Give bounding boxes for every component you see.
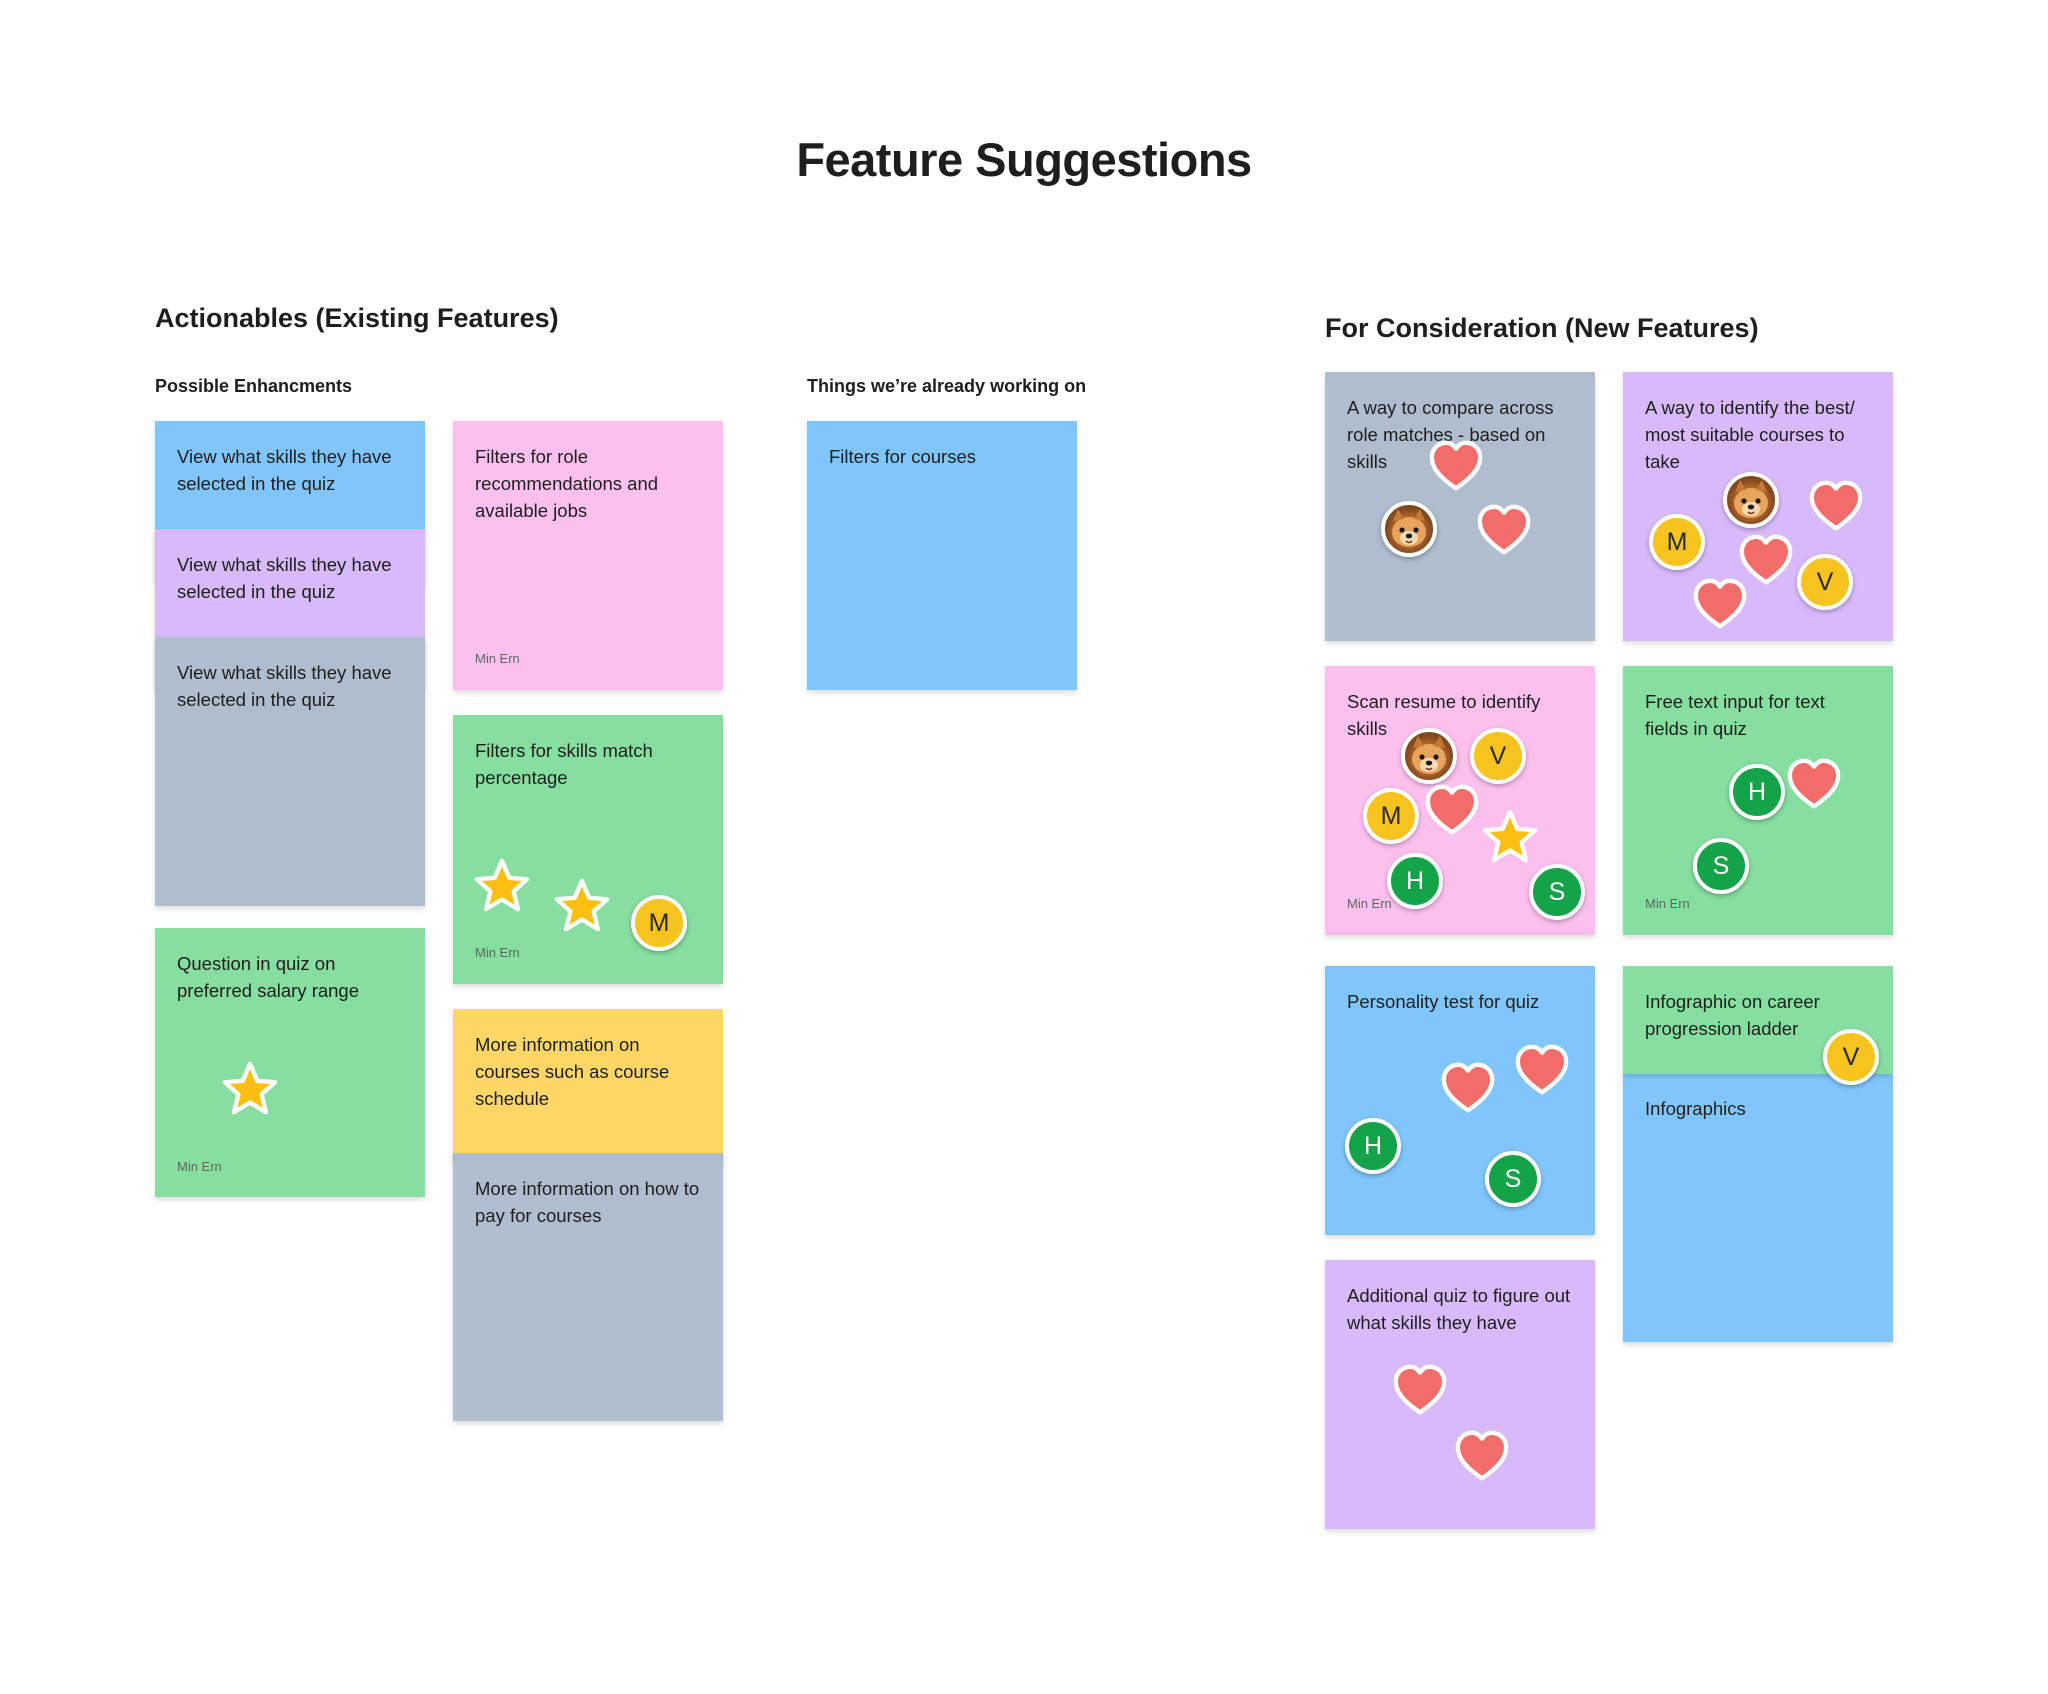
star-icon xyxy=(221,1060,279,1118)
sticky-note-pay-courses[interactable]: More information on how to pay for cours… xyxy=(453,1153,723,1421)
note-text: Additional quiz to figure out what skill… xyxy=(1347,1285,1571,1333)
heart-icon xyxy=(1513,1042,1571,1100)
note-text: A way to identify the best/ most suitabl… xyxy=(1645,397,1855,472)
star-icon xyxy=(553,877,611,935)
sticky-note-infographics[interactable]: Infographics xyxy=(1623,1073,1893,1342)
heart-icon xyxy=(1391,1362,1449,1420)
dog-avatar-icon[interactable] xyxy=(1381,501,1437,557)
heart-icon xyxy=(1453,1428,1511,1486)
note-author: Min Ern xyxy=(475,945,520,960)
note-text: Filters for role recommendations and ava… xyxy=(475,446,659,521)
sticky-note-skills-match-filter[interactable]: Filters for skills match percentage M Mi… xyxy=(453,715,723,984)
avatar-m[interactable]: M xyxy=(1649,514,1705,570)
note-text: A way to compare across role matches - b… xyxy=(1347,397,1554,472)
note-text: View what skills they have selected in t… xyxy=(177,446,392,494)
avatar-s[interactable]: S xyxy=(1693,838,1749,894)
note-text: Free text input for text fields in quiz xyxy=(1645,691,1825,739)
sticky-note-career-ladder[interactable]: Infographic on career progression ladder… xyxy=(1623,966,1893,1085)
note-text: Personality test for quiz xyxy=(1347,991,1540,1012)
heart-icon xyxy=(1785,756,1843,814)
note-text: Filters for skills match percentage xyxy=(475,740,653,788)
note-text: Scan resume to identify skills xyxy=(1347,691,1541,739)
note-author: Min Ern xyxy=(1347,896,1392,911)
sticky-note-salary-range[interactable]: Question in quiz on preferred salary ran… xyxy=(155,928,425,1197)
section-title-new: For Consideration (New Features) xyxy=(1325,313,1759,343)
sticky-note-free-text[interactable]: Free text input for text fields in quiz … xyxy=(1623,666,1893,935)
sticky-note-scan-resume[interactable]: Scan resume to identify skills V M H S M… xyxy=(1325,666,1595,935)
sticky-note-best-courses[interactable]: A way to identify the best/ most suitabl… xyxy=(1623,372,1893,641)
group-label-enhancements: Possible Enhancments xyxy=(155,376,353,396)
dog-avatar-icon[interactable] xyxy=(1401,728,1457,784)
heart-icon xyxy=(1475,502,1533,560)
section-title-existing: Actionables (Existing Features) xyxy=(155,303,559,333)
dog-avatar-icon[interactable] xyxy=(1723,472,1779,528)
note-author: Min Ern xyxy=(177,1159,222,1174)
avatar-h[interactable]: H xyxy=(1345,1118,1401,1174)
note-text: Infographic on career progression ladder xyxy=(1645,991,1820,1039)
note-text: View what skills they have selected in t… xyxy=(177,554,392,602)
sticky-note-course-filters[interactable]: Filters for courses xyxy=(807,421,1077,690)
note-text: Question in quiz on preferred salary ran… xyxy=(177,953,360,1001)
avatar-m[interactable]: M xyxy=(1363,788,1419,844)
avatar-m[interactable]: M xyxy=(631,895,687,951)
sticky-note-compare-roles[interactable]: A way to compare across role matches - b… xyxy=(1325,372,1595,641)
heart-icon xyxy=(1423,782,1481,840)
group-label-working: Things we’re already working on xyxy=(807,376,1087,396)
avatar-v[interactable]: V xyxy=(1823,1029,1879,1085)
note-author: Min Ern xyxy=(1645,896,1690,911)
heart-icon xyxy=(1691,576,1749,634)
heart-icon xyxy=(1427,438,1485,496)
note-text: Filters for courses xyxy=(829,446,977,467)
avatar-s[interactable]: S xyxy=(1485,1151,1541,1207)
sticky-note-additional-quiz[interactable]: Additional quiz to figure out what skill… xyxy=(1325,1260,1595,1529)
avatar-s[interactable]: S xyxy=(1529,864,1585,920)
avatar-v[interactable]: V xyxy=(1470,728,1526,784)
avatar-h[interactable]: H xyxy=(1729,764,1785,820)
sticky-note-course-schedule[interactable]: More information on courses such as cour… xyxy=(453,1009,723,1164)
star-icon xyxy=(473,857,531,915)
sticky-note-personality-test[interactable]: Personality test for quiz H S xyxy=(1325,966,1595,1235)
sticky-note-role-filters[interactable]: Filters for role recommendations and ava… xyxy=(453,421,723,690)
note-text: More information on how to pay for cours… xyxy=(475,1178,700,1226)
heart-icon xyxy=(1807,478,1865,536)
note-author: Min Ern xyxy=(475,651,520,666)
avatar-v[interactable]: V xyxy=(1797,554,1853,610)
star-icon xyxy=(1481,808,1539,866)
note-text: View what skills they have selected in t… xyxy=(177,662,392,710)
sticky-note-skills-quiz-3[interactable]: View what skills they have selected in t… xyxy=(155,637,425,906)
avatar-h[interactable]: H xyxy=(1387,853,1443,909)
page-title: Feature Suggestions xyxy=(796,133,1252,186)
heart-icon xyxy=(1439,1060,1497,1118)
note-text: Infographics xyxy=(1645,1098,1746,1119)
note-text: More information on courses such as cour… xyxy=(475,1034,670,1109)
